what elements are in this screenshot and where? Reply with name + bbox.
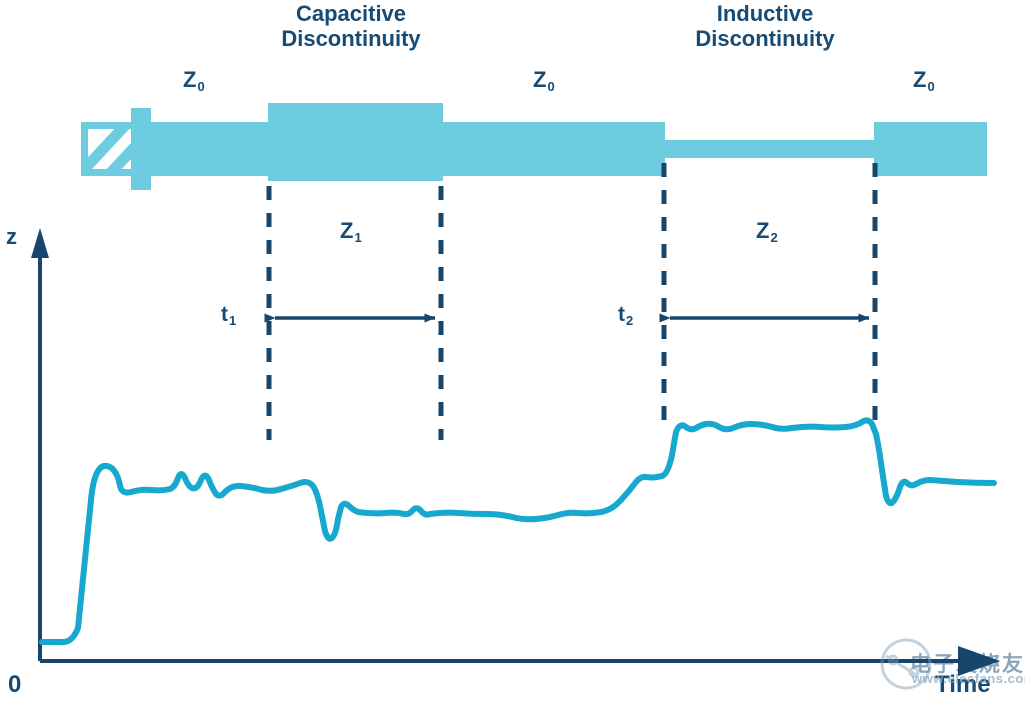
line-segment-z0-left: [145, 122, 273, 176]
label-z0-right-sub: 0: [927, 79, 935, 94]
x-axis-label: Time: [935, 671, 991, 698]
heading-capacitive-line1: Capacitive: [295, 1, 407, 26]
label-z0-left: Z0: [183, 67, 205, 94]
transmission-line-structure: [81, 103, 987, 190]
label-z1: Z1: [340, 218, 362, 245]
watermark-url: www.elecfans.com: [912, 671, 1025, 686]
label-z0-middle-base: Z: [533, 67, 547, 92]
x-axis-arrowhead: [958, 646, 1000, 676]
origin-label: 0: [8, 671, 22, 698]
label-t1-base: t: [221, 303, 228, 326]
label-z0-left-sub: 0: [197, 79, 205, 94]
line-segment-z2-inductive: [663, 140, 876, 158]
label-z2-sub: 2: [770, 230, 778, 245]
label-z0-right: Z0: [913, 67, 935, 94]
heading-capacitive-line2: Discontinuity: [281, 25, 421, 51]
label-t2: t2: [618, 303, 634, 328]
label-z0-right-base: Z: [913, 67, 927, 92]
label-z0-middle-sub: 0: [547, 79, 555, 94]
watermark-logo-icon: [880, 638, 932, 690]
y-axis-label: z: [6, 224, 17, 249]
label-t2-sub: 2: [626, 313, 634, 328]
y-axis-arrowhead: [31, 228, 49, 258]
label-t1-sub: 1: [229, 313, 237, 328]
label-z1-sub: 1: [354, 230, 362, 245]
label-t2-base: t: [618, 303, 625, 326]
line-segment-z0-right: [874, 122, 987, 176]
label-z2: Z2: [756, 218, 778, 245]
label-t1: t1: [221, 303, 237, 328]
heading-inductive-line1: Inductive: [716, 1, 814, 26]
discontinuity-boundary-lines: [266, 163, 878, 440]
label-z2-base: Z: [756, 218, 770, 243]
tdr-waveform-trace: [39, 417, 997, 646]
heading-inductive-line2: Discontinuity: [695, 25, 835, 51]
line-segment-z1-capacitive: [268, 103, 443, 181]
plot-axes: [31, 228, 1000, 676]
line-segment-z0-middle: [440, 122, 665, 176]
label-z0-middle: Z0: [533, 67, 555, 94]
heading-capacitive-discontinuity: Capacitive Discontinuity: [231, 1, 471, 51]
label-z1-base: Z: [340, 218, 354, 243]
label-z0-left-base: Z: [183, 67, 197, 92]
heading-inductive-discontinuity: Inductive Discontinuity: [645, 1, 885, 51]
